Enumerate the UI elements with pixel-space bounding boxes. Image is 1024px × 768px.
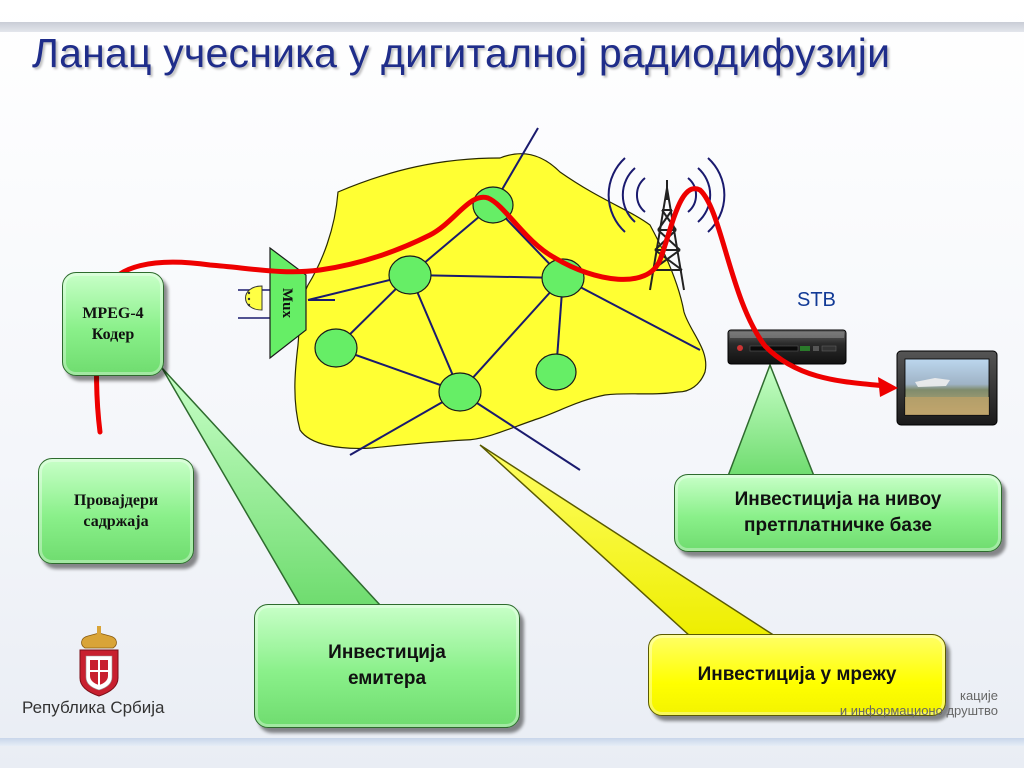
mpeg-coder-box: MPEG-4 Кодер (62, 272, 164, 376)
mpeg-coder-label: MPEG-4 Кодер (82, 305, 144, 343)
network-node (438, 372, 482, 412)
signal-path (94, 186, 888, 435)
bottom-band (0, 738, 1024, 746)
content-providers-box: Провајдери садржаја (38, 458, 194, 564)
subscriber-callout-arm (726, 362, 816, 477)
set-top-box-icon (727, 329, 847, 365)
link (562, 277, 701, 351)
republic-caption: Република Србија (22, 698, 165, 717)
subscriber-investment-label: Инвестиција на нивоу претплатничке базе (734, 489, 942, 536)
network-investment-box: Инвестиција у мрежу (648, 634, 946, 716)
network-investment-label: Инвестиција у мрежу (697, 664, 897, 685)
serbian-coat-of-arms-icon (79, 626, 119, 697)
network-cloud (294, 153, 707, 450)
signal-arrowhead (878, 377, 898, 397)
link (459, 277, 564, 393)
network-node (535, 353, 577, 391)
ministry-footer-partial: кације и информационо друштво (839, 688, 998, 718)
link (335, 347, 461, 393)
content-providers-label: Провајдери садржаја (73, 492, 159, 530)
network-node (388, 255, 432, 295)
subscriber-investment-box: Инвестиција на нивоу претплатничке базе (674, 474, 1002, 552)
top-band (0, 22, 1024, 32)
link (459, 391, 581, 471)
link (349, 391, 461, 456)
network-nodes (314, 186, 585, 412)
network-node (314, 328, 358, 368)
television-icon (896, 350, 998, 426)
link (409, 274, 461, 393)
stb-label: STB (797, 289, 836, 311)
link (409, 274, 564, 279)
mux-block: Mux (238, 246, 307, 360)
emitter-investment-label: Инвестиција емитера (328, 642, 446, 689)
slide-title: Ланац учесника у дигиталној радиодифузиј… (32, 30, 891, 76)
mux-label: Mux (279, 288, 295, 319)
emitter-investment-box: Инвестиција емитера (254, 604, 520, 728)
